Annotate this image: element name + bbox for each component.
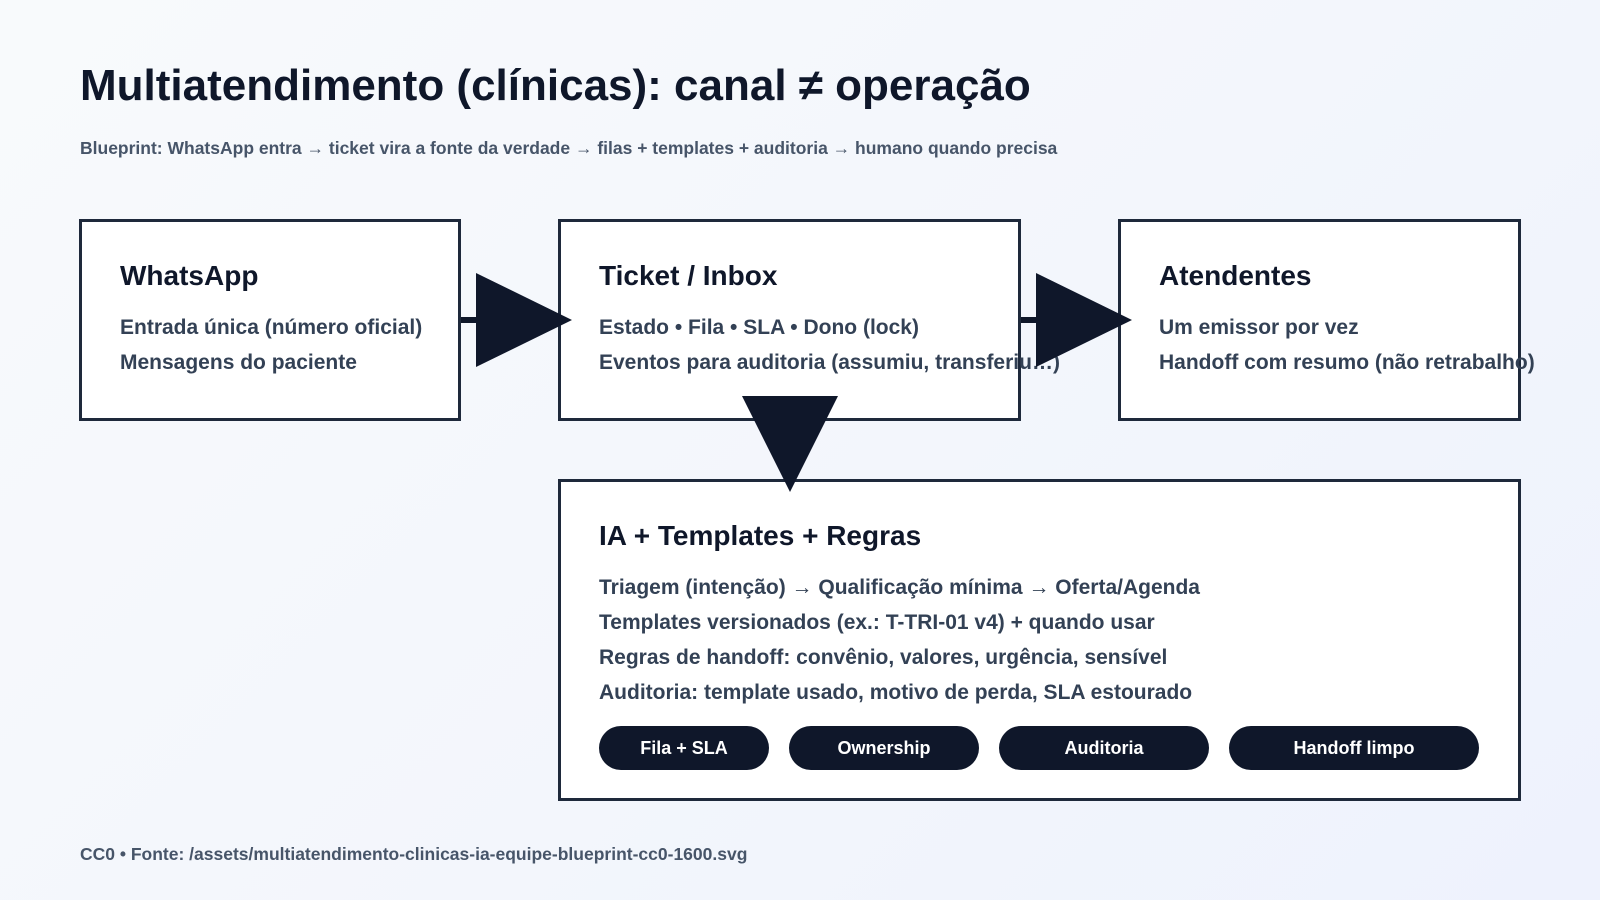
whatsapp-box: WhatsApp Entrada única (número oficial) … <box>79 219 461 421</box>
ticket-inbox-box-line: Estado • Fila • SLA • Dono (lock) <box>599 316 919 339</box>
pill-fila-sla: Fila + SLA <box>599 726 769 770</box>
ticket-inbox-box-line: Eventos para auditoria (assumiu, transfe… <box>599 351 1060 374</box>
ticket-inbox-box: Ticket / Inbox Estado • Fila • SLA • Don… <box>558 219 1060 421</box>
atendentes-box: Atendentes Um emissor por vez Handoff co… <box>1118 219 1535 421</box>
whatsapp-box-line: Entrada única (número oficial) <box>120 316 423 339</box>
arrow-whatsapp-to-ticket <box>461 273 572 367</box>
ticket-inbox-box-title: Ticket / Inbox <box>599 260 778 291</box>
ia-box-line: Regras de handoff: convênio, valores, ur… <box>599 646 1168 669</box>
ia-box-line: Triagem (intenção) → Qualificação mínima… <box>599 576 1200 599</box>
whatsapp-box-lines: Entrada única (número oficial) Mensagens… <box>120 310 422 380</box>
ia-templates-regras-box: IA + Templates + Regras Triagem (intençã… <box>558 479 1521 801</box>
feature-pills: Fila + SLA Ownership Auditoria Handoff l… <box>599 726 1479 770</box>
pill-handoff-limpo: Handoff limpo <box>1229 726 1479 770</box>
ia-box-title: IA + Templates + Regras <box>599 520 922 551</box>
ia-box-line: Auditoria: template usado, motivo de per… <box>599 681 1193 704</box>
pill-ownership: Ownership <box>789 726 979 770</box>
whatsapp-box-line: Mensagens do paciente <box>120 351 357 374</box>
atendentes-box-line: Handoff com resumo (não retrabalho) <box>1159 351 1535 374</box>
atendentes-box-lines: Um emissor por vez Handoff com resumo (n… <box>1159 310 1535 380</box>
page-subtitle: Blueprint: WhatsApp entra → ticket vira … <box>80 138 1058 158</box>
atendentes-box-line: Um emissor por vez <box>1159 316 1359 339</box>
pill-auditoria: Auditoria <box>999 726 1209 770</box>
whatsapp-box-title: WhatsApp <box>120 260 259 291</box>
ticket-inbox-box-lines: Estado • Fila • SLA • Dono (lock) Evento… <box>599 310 1060 380</box>
ia-box-line: Templates versionados (ex.: T-TRI-01 v4)… <box>599 611 1155 634</box>
atendentes-box-title: Atendentes <box>1159 260 1312 291</box>
ia-box-lines: Triagem (intenção) → Qualificação mínima… <box>599 570 1200 710</box>
footer-source: CC0 • Fonte: /assets/multiatendimento-cl… <box>80 844 748 864</box>
page-title: Multiatendimento (clínicas): canal ≠ ope… <box>80 61 1031 110</box>
